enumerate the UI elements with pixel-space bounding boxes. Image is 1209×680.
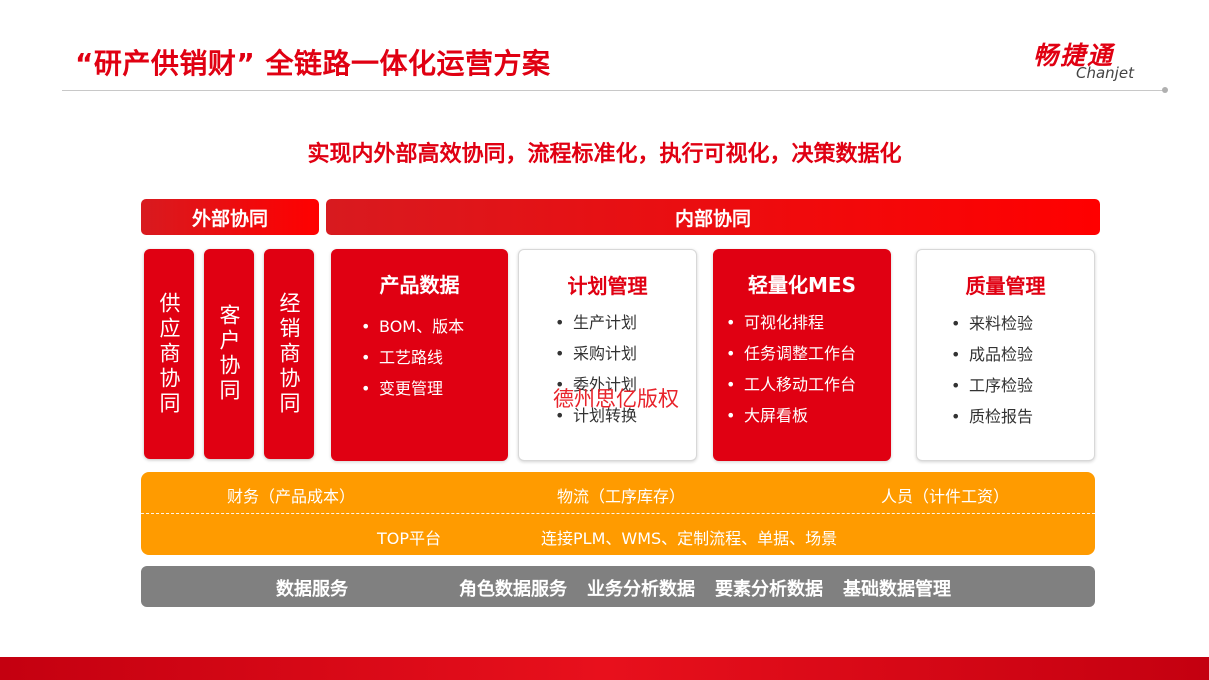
copyright-watermark: 德州思亿版权 — [553, 387, 679, 411]
data-service-bar: 数据服务 角色数据服务 业务分析数据 要素分析数据 基础数据管理 — [141, 566, 1095, 607]
list-item: 工艺路线 — [361, 342, 464, 373]
chanjet-logo: 畅捷通 Chanjet — [1030, 36, 1160, 86]
card-title: 产品数据 — [379, 273, 460, 297]
data-service-item: 业务分析数据 — [587, 579, 695, 600]
header-divider — [62, 90, 1165, 91]
logo-chinese-text: 畅捷通 — [1033, 41, 1115, 70]
card-title: 轻量化MES — [748, 273, 856, 297]
slogan: 实现内外部高效协同，流程标准化，执行可视化，决策数据化 — [307, 142, 902, 167]
data-service-item: 基础数据管理 — [843, 579, 951, 600]
dashed-divider — [141, 513, 1095, 514]
data-service-label: 数据服务 — [276, 579, 348, 600]
customer-collaboration-label: 客户协同 — [217, 304, 241, 404]
list-item: 委外计划 — [555, 369, 637, 400]
customer-collaboration-card: 客户协同 — [204, 249, 254, 459]
list-item: 计划转换 — [555, 400, 637, 431]
list-item: 成品检验 — [951, 339, 1033, 370]
list-item: 大屏看板 — [726, 400, 856, 431]
product-data-card: 产品数据 BOM、版本 工艺路线 变更管理 — [331, 249, 508, 461]
quality-management-card: 质量管理 来料检验 成品检验 工序检验 质检报告 — [916, 249, 1095, 461]
page-title: “研产供销财” 全链路一体化运营方案 — [75, 47, 551, 80]
external-collaboration-header: 外部协同 — [141, 199, 319, 235]
supplier-collaboration-card: 供应商协同 — [144, 249, 194, 459]
list-item: 采购计划 — [555, 338, 637, 369]
list-item: 质检报告 — [951, 401, 1033, 432]
lightweight-mes-card: 轻量化MES 可视化排程 任务调整工作台 工人移动工作台 大屏看板 — [713, 249, 891, 461]
data-service-item: 角色数据服务 — [459, 579, 567, 600]
supplier-collaboration-label: 供应商协同 — [157, 291, 181, 417]
footer-band — [0, 657, 1209, 680]
top-platform-label: TOP平台 — [377, 529, 442, 548]
list-item: BOM、版本 — [361, 311, 464, 342]
list-item: 变更管理 — [361, 373, 464, 404]
top-platform-description: 连接PLM、WMS、定制流程、单据、场景 — [541, 529, 838, 548]
dealer-collaboration-card: 经销商协同 — [264, 249, 314, 459]
list-item: 来料检验 — [951, 308, 1033, 339]
list-item: 任务调整工作台 — [726, 338, 856, 369]
plan-management-card: 计划管理 生产计划 采购计划 委外计划 计划转换 — [518, 249, 697, 461]
card-title: 计划管理 — [567, 274, 648, 298]
dealer-collaboration-label: 经销商协同 — [277, 291, 301, 417]
personnel-label: 人员（计件工资） — [881, 487, 1010, 506]
logo-english-text: Chanjet — [1076, 64, 1134, 82]
logistics-label: 物流（工序库存） — [557, 487, 686, 506]
support-platform-block: 财务（产品成本） 物流（工序库存） 人员（计件工资） TOP平台 连接PLM、W… — [141, 472, 1095, 555]
finance-label: 财务（产品成本） — [227, 487, 356, 506]
list-item: 工序检验 — [951, 370, 1033, 401]
card-title: 质量管理 — [965, 274, 1046, 298]
internal-collaboration-header: 内部协同 — [326, 199, 1100, 235]
list-item: 可视化排程 — [726, 307, 856, 338]
divider-dot — [1162, 87, 1168, 93]
data-service-item: 要素分析数据 — [715, 579, 823, 600]
list-item: 生产计划 — [555, 307, 637, 338]
list-item: 工人移动工作台 — [726, 369, 856, 400]
